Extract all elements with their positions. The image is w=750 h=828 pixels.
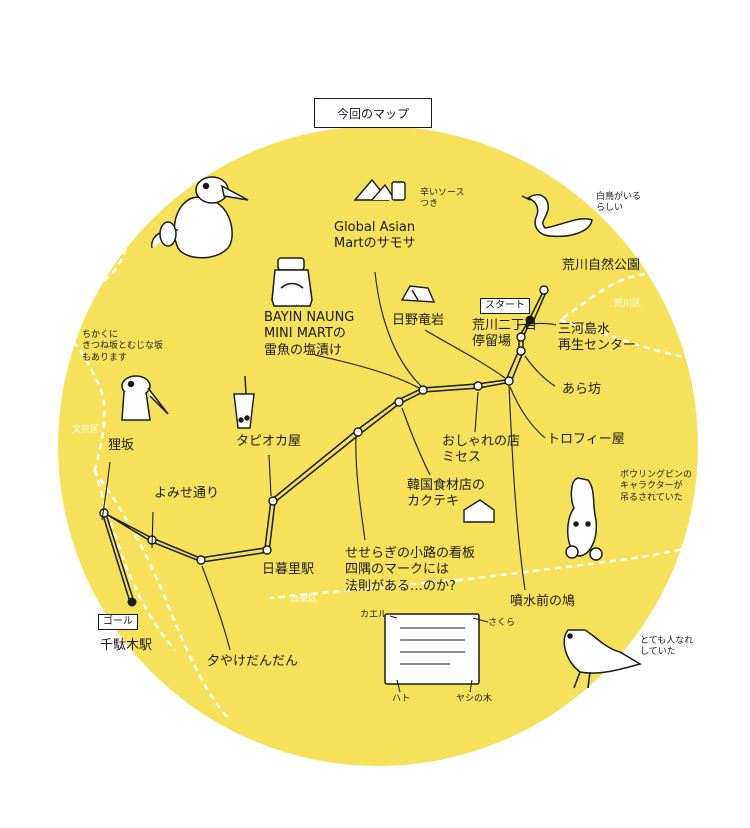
start-dot <box>525 315 535 325</box>
route-main-a <box>100 319 530 603</box>
label-global-asian: Global Asian Martのサモサ <box>334 220 416 252</box>
label-mises: おしゃれの店 ミセス <box>442 434 521 466</box>
start-tag: スタート <box>480 298 530 314</box>
label-hato: ハト <box>392 694 411 704</box>
node-seseragi <box>394 397 404 407</box>
sign-leaders <box>389 615 489 693</box>
label-tapioca: タピオカ屋 <box>236 434 302 449</box>
node-yuyake <box>196 555 206 565</box>
swan-illustration <box>521 194 593 238</box>
signboard-illustration <box>384 613 480 685</box>
leader-lines <box>101 271 557 651</box>
label-arakawa-park: 荒川自然公園 <box>562 258 641 273</box>
goal-dot <box>127 597 137 607</box>
node-arabou <box>516 346 526 356</box>
ward-borders <box>29 198 741 721</box>
node-trophy <box>504 376 514 386</box>
label-yuyake: 夕やけだんだん <box>207 654 299 669</box>
map-title: 今回のマップ <box>314 98 432 128</box>
goal-tag: ゴール <box>98 614 138 630</box>
note-slope: ちかくに きつね坂とむじな坂 もあります <box>82 330 164 363</box>
ward-bunkyo: 文京区 <box>72 425 100 435</box>
node-park <box>539 285 549 295</box>
note-sauce: 辛いソース つき <box>420 188 465 210</box>
route-nodes <box>99 285 549 565</box>
rock-illustration <box>400 285 436 303</box>
label-depot: 荒川二丁目 停留場 <box>472 318 538 350</box>
samosa-illustration <box>353 178 406 201</box>
bowling-pin-illustration <box>565 477 603 561</box>
node-kaktegi <box>353 427 363 437</box>
ward-taito: 台東区 <box>290 594 318 604</box>
label-pigeon: 噴水前の鳩 <box>510 594 576 609</box>
tanuki-illustration <box>151 176 249 259</box>
map-circle <box>58 126 698 766</box>
route-main-b <box>104 319 532 603</box>
kaktegi-illustration <box>463 499 495 523</box>
label-yomise: よみせ通り <box>154 486 220 501</box>
pigeon-illustration <box>563 629 642 689</box>
node-nippori <box>262 545 272 555</box>
label-sendagi: 千駄木駅 <box>100 638 153 653</box>
label-arabou: あら坊 <box>562 382 602 397</box>
jar-illustration <box>271 257 313 307</box>
label-bayin-naung: BAYIN NAUNG MINI MARTの 雷魚の塩漬け <box>264 310 355 358</box>
label-mikawashima: 三河島水 再生センター <box>558 322 637 354</box>
label-palm: ヤシの木 <box>456 694 493 704</box>
ward-arakawa: 荒川区 <box>614 299 642 309</box>
label-kaktegi: 韓国食材店の カクテキ <box>407 478 486 510</box>
node-mikawashima <box>516 332 526 342</box>
note-pigeon: とても人なれ していた <box>640 636 694 658</box>
label-seseragi: せせらぎの小路の看板 四隅のマークには 法則がある…のか? <box>345 546 476 594</box>
statue-illustration <box>121 375 169 421</box>
label-tanuki-zaka: 狸坂 <box>108 438 135 453</box>
node-bayin <box>418 385 428 395</box>
note-egret: 白鳥がいる らしい <box>596 192 642 214</box>
label-hino-rock: 日野竜岩 <box>392 313 445 328</box>
node-mises <box>473 381 483 391</box>
label-sakura: さくら <box>488 618 516 628</box>
label-frog: カエル <box>360 610 388 620</box>
note-bowling-pin: ボウリングピンの キャラクターが 吊るされていた <box>620 470 693 503</box>
label-trophy: トロフィー屋 <box>547 432 625 447</box>
node-tapioca <box>268 496 278 506</box>
tapioca-illustration <box>233 375 255 429</box>
label-nippori: 日暮里駅 <box>262 562 315 577</box>
